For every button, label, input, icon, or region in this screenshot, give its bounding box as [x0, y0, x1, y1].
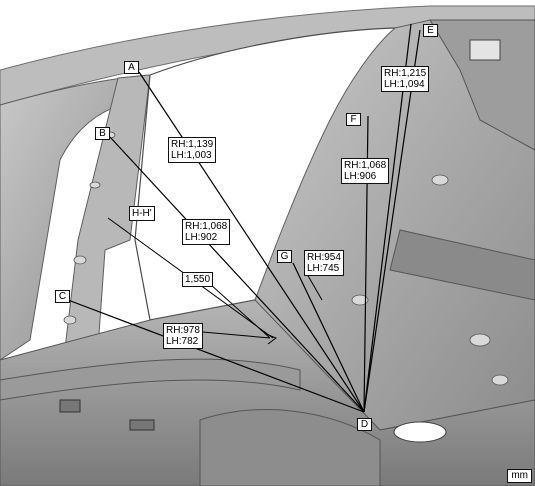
rear-shelf [389, 229, 535, 301]
bracket [129, 419, 155, 431]
point-label-g: G [277, 250, 292, 263]
unit-label: mm [507, 469, 532, 483]
right-upper-structure [429, 19, 535, 151]
line-c-d [67, 299, 365, 413]
measurement-e-d: RH:1,215 LH:1,094 [381, 66, 430, 92]
measurement-h-h: 1,550 [182, 272, 214, 287]
sill [0, 358, 301, 401]
point-label-d: D [357, 418, 372, 431]
floor-hole [393, 421, 447, 443]
point-label-a: A [124, 61, 139, 74]
point-label-b: B [95, 127, 110, 140]
tunnel [199, 409, 381, 486]
measurement-c-d: RH:978 LH:782 [163, 323, 203, 349]
line-e-d [363, 29, 421, 413]
h-end-arrow [265, 333, 278, 345]
measurement-b-d: RH:1,068 LH:902 [182, 219, 231, 245]
line-b-d [109, 136, 365, 413]
point-label-c: C [55, 290, 70, 303]
bracket [469, 39, 501, 61]
measurement-lines [67, 23, 421, 413]
point-label-f: F [346, 113, 361, 126]
measurement-g-d: RH:954 LH:745 [304, 250, 344, 276]
line-g-d [292, 262, 365, 413]
measurement-f-d: RH:1,068 LH:906 [341, 158, 390, 184]
roof-rail [0, 0, 535, 95]
point-label-e: E [423, 24, 438, 37]
front-pillar-inner [59, 74, 151, 391]
bracket [59, 399, 81, 413]
floor-pan [0, 299, 535, 486]
measurement-h-label: H-H' [129, 206, 155, 221]
line-a-d [138, 71, 365, 413]
measurement-a-d: RH:1,139 LH:1,003 [168, 137, 217, 163]
